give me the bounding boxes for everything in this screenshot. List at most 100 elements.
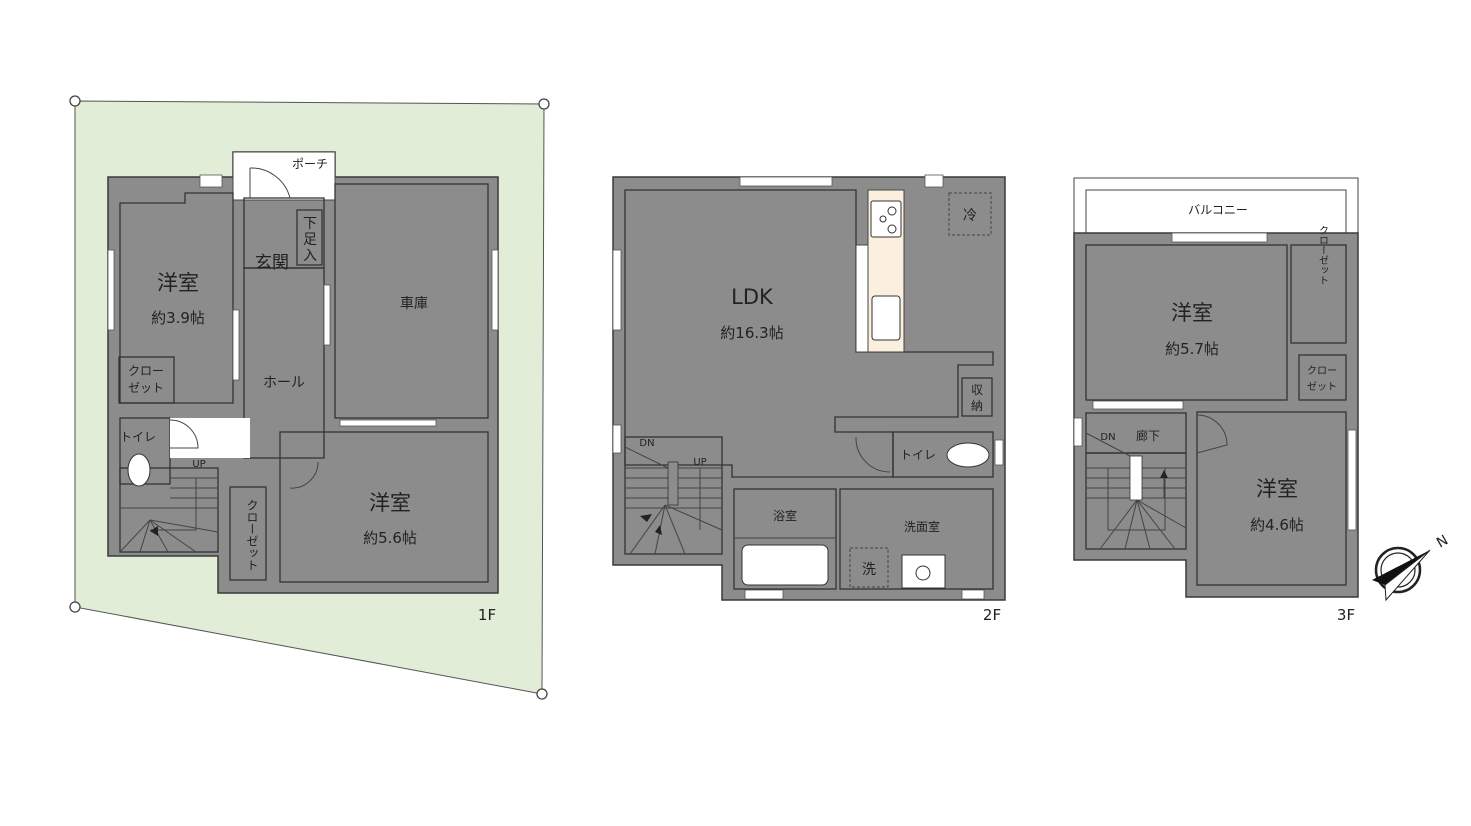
porch-label: ポーチ <box>292 157 328 171</box>
door-swing <box>169 419 199 449</box>
balcony-inner <box>1085 189 1347 234</box>
floor-1f: 洋室 約3.9帖 クロー ゼット トイレ ポーチ 玄関 下 足 入 ホール 車庫… <box>69 95 550 700</box>
closet-label: クロー <box>128 364 164 378</box>
fridge-space <box>948 192 992 236</box>
stair-arrow-icon <box>640 514 652 522</box>
fridge-label: 冷 <box>963 208 977 224</box>
floor-label-1f: 1F <box>478 606 496 624</box>
stair-treads <box>119 477 219 553</box>
entrance-label: 玄関 <box>255 253 289 273</box>
stairs-3f <box>1085 452 1187 550</box>
stairs-up-label: UP <box>693 457 706 468</box>
room-garage <box>334 183 489 419</box>
room-name: 洋室 <box>1256 477 1298 501</box>
balcony-label: バルコニー <box>1188 203 1248 217</box>
burner <box>879 215 887 223</box>
window <box>1347 429 1357 531</box>
stair-newel <box>667 461 679 506</box>
storage-label: 収 <box>971 383 983 397</box>
room-bath <box>733 488 837 590</box>
shoe-box-label: 足 <box>303 232 317 248</box>
room-name: LDK <box>731 285 774 309</box>
room-hall-lower <box>170 418 250 458</box>
lot-corner-marker <box>69 601 81 613</box>
shoe-box-label: 下 <box>303 216 317 232</box>
door-swing <box>855 436 891 473</box>
stair-arrow-icon <box>655 525 662 535</box>
room-toilet-2f <box>892 431 994 478</box>
window <box>612 249 622 331</box>
toilet-label: トイレ <box>900 448 936 462</box>
window <box>1092 400 1184 410</box>
door-frame <box>199 174 223 188</box>
lot-corner-marker <box>538 98 550 110</box>
floor-3f: バルコニー 洋室 約5.7帖 クローゼット クロー ゼット 廊下 DN 洋室 約… <box>1073 177 1451 624</box>
bath-label: 浴室 <box>773 508 797 523</box>
toilet-icon <box>946 442 990 468</box>
closet-label: ゼット <box>128 381 164 395</box>
washer-label: 洗 <box>862 562 876 578</box>
room-storage <box>961 377 993 417</box>
stair-newel <box>1129 455 1143 501</box>
window <box>232 309 240 381</box>
shoe-box <box>296 209 323 266</box>
lot-corner-marker <box>536 688 548 700</box>
floor-2f: LDK 約16.3帖 冷 収 納 トイレ 浴室 洗面室 洗 DN UP 2F <box>612 174 1006 624</box>
stair-arrow-icon <box>150 526 158 536</box>
stairs-1f <box>119 467 219 553</box>
room-name: 洋室 <box>1171 301 1213 325</box>
window <box>994 439 1004 466</box>
window <box>339 419 437 427</box>
window <box>744 589 784 600</box>
room-hall <box>243 267 325 459</box>
closet-label: ゼット <box>1307 381 1337 393</box>
svg-text:N: N <box>1434 532 1451 551</box>
window <box>739 176 833 187</box>
room-name: 洋室 <box>157 271 199 295</box>
room-area: 約4.6帖 <box>1250 516 1304 534</box>
window <box>961 589 985 600</box>
room-area: 約5.7帖 <box>1165 340 1219 358</box>
basin-drain <box>915 565 931 581</box>
door-swing <box>249 167 291 199</box>
door-frame <box>924 174 944 188</box>
burner <box>887 224 897 234</box>
toilet-label: トイレ <box>120 430 156 444</box>
lot-corner-marker <box>69 95 81 107</box>
closet-label: クローゼット <box>245 499 259 571</box>
shoe-box-label: 入 <box>303 248 317 264</box>
stairs-down-label: DN <box>1100 432 1115 443</box>
bathtub-icon <box>741 544 829 586</box>
closet-label: クロー <box>1307 365 1337 377</box>
room-western-3f-b <box>1196 411 1347 586</box>
room-washroom <box>839 488 994 590</box>
compass-north-icon: N <box>1372 532 1451 602</box>
garage-label: 車庫 <box>400 295 428 312</box>
wall-segment <box>855 244 869 353</box>
storage-label: 納 <box>971 399 983 413</box>
room-closet-3f-a <box>1290 244 1347 344</box>
room-area: 約3.9帖 <box>151 309 205 327</box>
room-western-3f-a <box>1085 244 1288 401</box>
window <box>323 284 331 346</box>
door-swing <box>289 461 319 489</box>
window <box>612 424 622 454</box>
floor-label-2f: 2F <box>983 606 1001 624</box>
washbasin-icon <box>901 554 946 589</box>
window <box>1171 232 1268 243</box>
stairs-down-label: DN <box>639 438 654 449</box>
room-closet-3f-b <box>1298 354 1347 401</box>
toilet-icon <box>127 453 151 487</box>
room-western-b <box>279 431 489 583</box>
sink-icon <box>871 295 901 341</box>
floor-label-3f: 3F <box>1337 606 1355 624</box>
corridor-label: 廊下 <box>1136 428 1160 443</box>
door-swing <box>1196 414 1228 454</box>
wall-2f <box>612 176 1006 601</box>
burner <box>887 206 897 216</box>
stair-arrow-icon <box>1160 470 1168 478</box>
room-area: 約5.6帖 <box>363 529 417 547</box>
window <box>1073 417 1083 447</box>
room-closet-a <box>118 356 175 404</box>
